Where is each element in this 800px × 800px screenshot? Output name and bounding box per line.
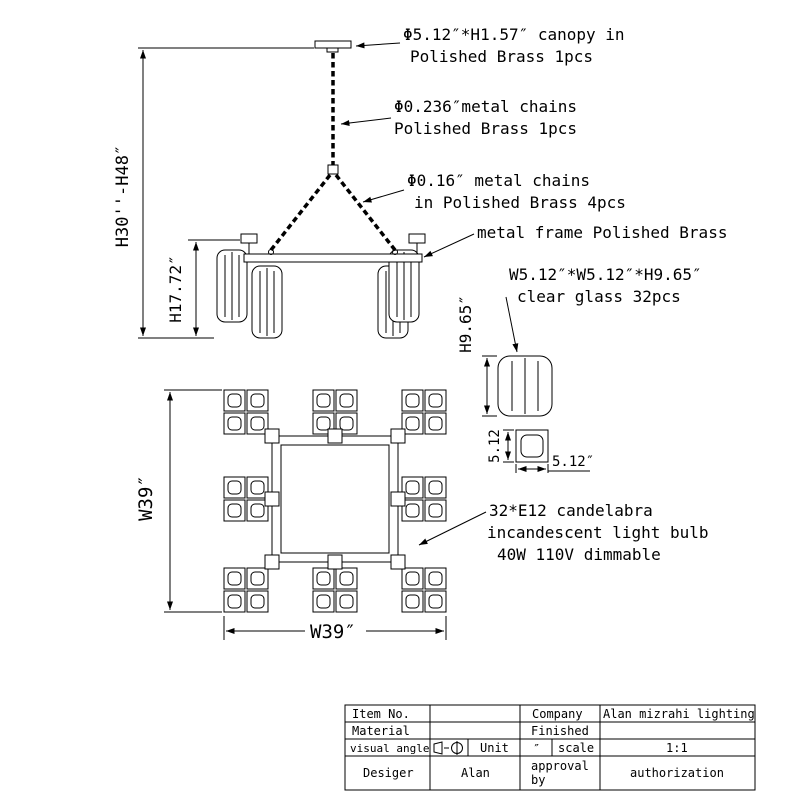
glass-detail-side	[497, 355, 553, 417]
glass-cluster	[224, 477, 268, 521]
glass-detail-plan	[515, 429, 549, 463]
glass-cluster	[313, 568, 357, 612]
annotation-canopy-line2: Polished Brass 1pcs	[410, 47, 593, 66]
chain-connector	[327, 164, 339, 175]
annotation-bulb-line3: 40W 110V dimmable	[497, 545, 661, 564]
glass-cluster	[402, 390, 446, 434]
dim-glass-width-side-label: 5.12	[487, 429, 503, 463]
dim-glass-width-bottom-label: 5.12″	[552, 454, 594, 470]
dim-glass-width-side: 5.12	[487, 429, 514, 463]
dim-overall-height-label: H30''-H48″	[113, 145, 133, 247]
finished-label: Finished	[531, 724, 589, 738]
chain-hook-right	[392, 249, 398, 255]
frame-ring-inner	[280, 444, 390, 554]
material-label: Material	[352, 724, 410, 738]
approval-label-line2: by	[531, 773, 545, 787]
annotation-main-chain-line1: Φ0.236″metal chains	[394, 97, 577, 116]
unit-value: ″	[533, 742, 540, 756]
annotation-bulb-line2: incandescent light bulb	[487, 523, 709, 542]
ring-connectors	[264, 428, 406, 570]
annotation-canopy: Φ5.12″*H1.57″ canopy in Polished Brass 1…	[355, 25, 625, 66]
dim-body-height-label: H17.72″	[166, 255, 185, 322]
annotation-frame: metal frame Polished Brass	[423, 223, 727, 258]
annotation-branch-chains: Φ0.16″ metal chains in Polished Brass 4p…	[362, 171, 626, 212]
glass-cluster	[224, 390, 268, 434]
projection-angle-icon	[433, 741, 463, 755]
metal-frame	[240, 233, 426, 263]
authorization-label: authorization	[630, 766, 724, 780]
annotation-glass-line1: W5.12″*W5.12″*H9.65″	[509, 265, 702, 284]
company-value: Alan mizrahi lighting	[603, 707, 755, 721]
annotation-branch-chains-line2: in Polished Brass 4pcs	[414, 193, 626, 212]
dim-glass-height: H9.65″	[456, 295, 497, 417]
side-view	[216, 40, 426, 339]
dim-plan-width-horizontal-label: W39″	[310, 621, 356, 643]
frame-ring-outer	[271, 435, 399, 563]
annotation-canopy-line1: Φ5.12″*H1.57″ canopy in	[403, 25, 625, 44]
glass-cluster	[402, 477, 446, 521]
glass-cluster	[402, 568, 446, 612]
dim-overall-height: H30''-H48″	[113, 47, 314, 339]
annotation-glass-line2: clear glass 32pcs	[517, 287, 681, 306]
designer-label: Desiger	[363, 766, 414, 780]
unit-label: Unit	[480, 741, 509, 755]
annotation-bulb: 32*E12 candelabra incandescent light bul…	[418, 501, 709, 564]
dim-glass-width-bottom: 5.12″	[515, 454, 594, 473]
approval-label-line1: approval	[531, 759, 589, 773]
annotation-branch-chains-line1: Φ0.16″ metal chains	[407, 171, 590, 190]
scale-label: scale	[558, 741, 594, 755]
title-block: Item No. Company Alan mizrahi lighting M…	[344, 704, 756, 791]
company-label: Company	[532, 707, 583, 721]
annotation-main-chain-line2: Polished Brass 1pcs	[394, 119, 577, 138]
annotation-bulb-line1: 32*E12 candelabra	[489, 501, 653, 520]
glass-pieces-side	[216, 249, 420, 339]
glass-cluster	[313, 390, 357, 434]
plan-view	[224, 390, 446, 612]
annotation-frame-line1: metal frame Polished Brass	[477, 223, 727, 242]
annotation-glass: W5.12″*W5.12″*H9.65″ clear glass 32pcs	[505, 265, 702, 353]
canopy	[314, 40, 352, 53]
dim-plan-width-horizontal: W39″	[223, 616, 447, 643]
dim-plan-width-vertical: W39″	[135, 389, 222, 613]
chain-hook-left	[268, 249, 274, 255]
branch-chain-left	[269, 173, 332, 252]
item-no-label: Item No.	[352, 707, 410, 721]
dim-glass-height-label: H9.65″	[456, 295, 475, 353]
glass-cluster	[224, 568, 268, 612]
dim-body-height: H17.72″	[166, 239, 240, 336]
scale-value: 1:1	[666, 741, 688, 755]
branch-chain-right	[334, 173, 397, 252]
visual-angle-label: visual angle	[350, 742, 429, 755]
dim-plan-width-vertical-label: W39″	[135, 475, 157, 521]
designer-value: Alan	[461, 766, 490, 780]
annotation-main-chain: Φ0.236″metal chains Polished Brass 1pcs	[340, 97, 577, 138]
